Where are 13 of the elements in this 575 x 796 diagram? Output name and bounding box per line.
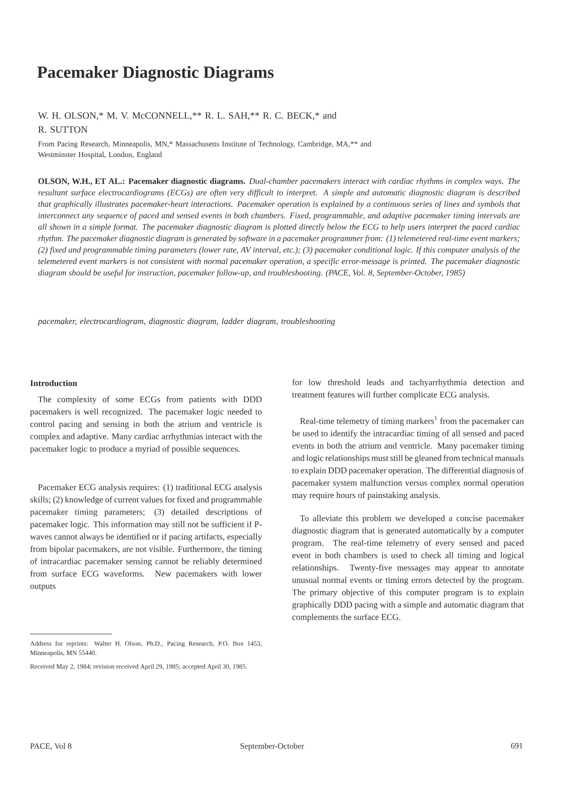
body-paragraph: Pacemaker ECG analysis requires: (1) traditional ECG analysis skills; (2) knowledge of current values for fixed and programmable pacemaker timing parameters; (3) detailed descriptions of pacemaker logic. This information may still not be sufficient if P-waves cannot always be identified or if pacing artifacts, especially from bipolar pacemakers, are not visible. Furthermore, the timing of intracardiac pacemaker sensing cannot be reliably determined from surface ECG waveforms. New pacemakers with lower outputs — [30, 484, 262, 591]
section-heading: Introduction — [30, 380, 78, 386]
body-paragraph: Real-time telemetry of timing markers$^{1}$ from the pacemaker can be used to identify the intracardiac timing of all sensed and paced events in both the atrium and ventricle. Many pacemaker timing and logic relationships must still be gleaned from technical manuals to explain DDD pacemaker operation. The differential diagnosis of pacemaker system malfunction versus complex normal operation may require hours of painstaking analysis. — [292, 416, 524, 500]
body-paragraph: To alleviate this problem we developed a concise pacemaker diagnostic diagram that is generated automatically by a computer program. The real-time telemetry of every sensed and paced event in both chambers is used to check all timing and logical relationships. Twenty-five messages may appear to annotate unusual normal events or timing errors detected by the program. The primary objective of this computer program is to explain graphically DDD pacing with a simple and automatic diagram that complements the surface ECG. — [292, 515, 524, 622]
abstract-paragraph: OLSON, W.H., ET AL.: Pacemaker diagnostic diagrams. Dual-chamber pacemakers interact with cardiac rhythms in complex ways. The resultant surface electrocardiograms (ECGs) are often very difficult to interpret. A simple and automatic diagnostic diagram is described that graphically illustrates pacemaker-heart interactions. Pacemaker operation is explained by a continuous series of lines and symbols that interconnect any sequence of paced and sensed events in both chambers. Fixed, programmable, and adaptive pacemaker timing intervals are all shown in a simple format. The pacemaker diagnostic diagram is plotted directly below the ECG to help users interpret the paced cardiac rhythm. The pacemaker diagnostic diagram is generated by software in a pacemaker programmer from: (1) telemetered real-time event markers; (2) fixed and programmable timing parameters (lower rate, AV interval, etc.); (3) pacemaker conditional logic. If this computer analysis of the telemetered event markers is not consistent with normal pacemaker operation, a specific error-message is printed. The pacemaker diagnostic diagram should be useful for instruction, pacemaker follow-up, and troubleshooting. (PACE, Vol. 8, September-October, 1985) — [38, 178, 520, 278]
article-title: Pacemaker Diagnostic Diagrams — [37, 66, 274, 82]
keyword-list: pacemaker, electrocardiogram, diagnostic diagram, ladder diagram, troubleshooting — [38, 318, 335, 326]
body-paragraph: for low threshold leads and tachyarrhythmia detection and treatment features will further complicate ECG analysis. — [292, 379, 524, 400]
running-footer: PACE, Vol 8 — [30, 743, 72, 750]
body-paragraph: The complexity of some ECGs from patients with DDD pacemakers is well recognized. The pacemaker logic needed to control pacing and sensing in both the atrium and ventricle is complex and adaptive. Many cardiac arrhythmias interact with the pacemaker logic to produce a myriad of possible sequences. — [30, 396, 262, 454]
author-list: W. H. OLSON,* M. V. McCONNELL,** R. L. SAH,** R. C. BECK,* and R. SUTTON — [38, 112, 337, 133]
page-number: 691 — [511, 743, 522, 748]
running-footer: September-October — [240, 743, 304, 750]
